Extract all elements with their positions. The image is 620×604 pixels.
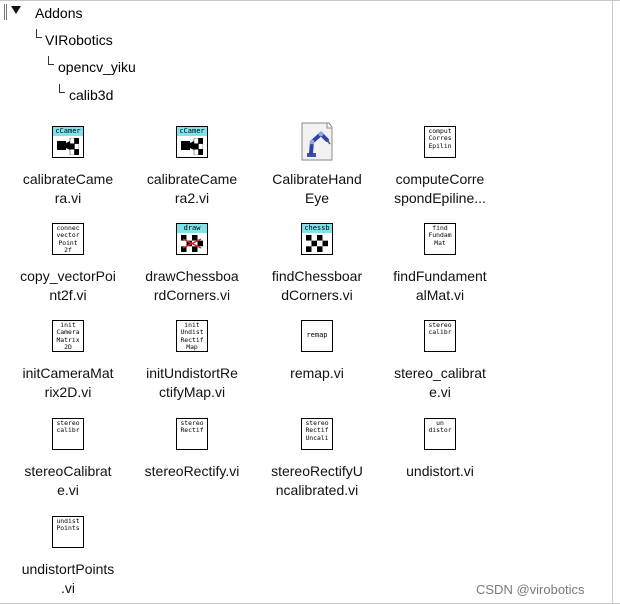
vi-icon: stereo Rectif Uncali — [301, 418, 333, 450]
vi-label-line-1: undistort.vi — [406, 463, 474, 479]
vi-item-label: calibrateCame ra2.vi — [130, 170, 254, 208]
vi-label-line-2: ncalibrated.vi — [275, 482, 359, 498]
vi-label-line-1: findChessboar — [271, 268, 363, 284]
collapse-arrow-icon[interactable] — [11, 6, 21, 14]
vi-icon-banner: cCamer — [177, 127, 207, 136]
frame-top-border — [0, 0, 620, 1]
vi-label-line-1: calibrateCame — [22, 171, 114, 187]
vi-icon-banner: cCamer — [53, 127, 83, 136]
vi-item-label: initCameraMat rix2D.vi — [6, 364, 130, 402]
vi-label-line-1: stereoRectify.vi — [144, 463, 240, 479]
vi-icon: un distor — [424, 418, 456, 450]
vi-icon: init Camera Matrix 2D — [52, 320, 84, 352]
vi-item-label: findChessboar dCorners.vi — [255, 267, 379, 305]
vi-label-line-2: alMat.vi — [415, 287, 465, 303]
tree-item-virobotics[interactable]: VIRobotics — [45, 32, 113, 48]
chessboard-icon — [306, 235, 328, 252]
vi-icon: cCamer — [176, 126, 208, 158]
vi-item-label: undistort.vi — [378, 462, 502, 481]
vi-icon: undist Points — [52, 516, 84, 548]
vi-icon: connec vector Point 2f — [52, 223, 84, 255]
vi-icon-text: undist Points — [56, 517, 80, 533]
vi-label-line-2: nt2f.vi — [49, 287, 87, 303]
vi-icon: chessb — [301, 223, 333, 255]
palette-grip-handle[interactable] — [4, 4, 7, 20]
vi-label-line-2: Eye — [304, 190, 330, 206]
vi-icon: find Fundam Mat — [424, 223, 456, 255]
vi-icon-text: connec vector Point 2f — [56, 224, 80, 255]
vi-label-line-2: ctifyMap.vi — [158, 384, 226, 400]
vi-icon: stereo calibr — [424, 320, 456, 352]
vi-icon: cCamer — [52, 126, 84, 158]
vi-icon: stereo Rectif — [176, 418, 208, 450]
vi-item-label: copy_vectorPoi nt2f.vi — [6, 267, 130, 305]
vi-label-line-2: .vi — [61, 580, 75, 596]
vi-label-line-2: ra2.vi — [174, 190, 210, 206]
vi-icon-banner: draw — [177, 224, 207, 233]
vi-label-line-1: initUndistortRe — [146, 365, 238, 381]
vi-icon: draw — [176, 223, 208, 255]
vi-label-line-1: copy_vectorPoi — [20, 268, 116, 284]
vi-label-line-1: initCameraMat — [22, 365, 114, 381]
vi-icon: stereo calibr — [52, 418, 84, 450]
vi-item-label: stereoRectifyU ncalibrated.vi — [255, 462, 379, 500]
camera-calibration-icon — [57, 138, 79, 155]
vi-icon-text: stereo calibr — [56, 419, 80, 435]
vi-icon-text: stereo Rectif Uncali — [305, 419, 329, 442]
vi-label-line-1: findFundament — [393, 268, 487, 284]
vi-item-label: findFundament alMat.vi — [378, 267, 502, 305]
vi-label-line-2: e.vi — [429, 384, 451, 400]
vi-icon-banner: chessb — [302, 224, 332, 233]
vi-label-line-2: dCorners.vi — [281, 287, 353, 303]
camera-calibration-icon — [181, 138, 203, 155]
vi-icon-text: un distor — [428, 419, 452, 435]
vi-label-line-2: spondEpiline... — [394, 190, 486, 206]
vi-item-label: remap.vi — [255, 364, 379, 383]
tree-elbow-icon — [59, 84, 65, 93]
vi-label-line-1: remap.vi — [290, 365, 344, 381]
vi-label-line-1: stereoCalibrat — [24, 463, 112, 479]
vi-label-line-2: e.vi — [57, 482, 79, 498]
vi-label-line-1: stereoRectifyU — [271, 463, 363, 479]
vi-icon: comput Corres Epilin — [424, 126, 456, 158]
vi-label-line-1: CalibrateHand — [272, 171, 362, 187]
vi-icon-text: init Undist Rectif Map — [180, 321, 204, 352]
frame-right-border — [612, 0, 613, 604]
vi-icon: init Undist Rectif Map — [176, 320, 208, 352]
vi-label-line-2: ra.vi — [54, 190, 82, 206]
vi-item-label: calibrateCame ra.vi — [6, 170, 130, 208]
vi-item-label: initUndistortRe ctifyMap.vi — [130, 364, 254, 402]
chessboard-icon — [181, 235, 203, 252]
vi-label-line-1: stereo_calibrat — [394, 365, 486, 381]
vi-label-line-2: rdCorners.vi — [153, 287, 231, 303]
vi-icon: remap — [301, 320, 333, 352]
vi-item-label: stereo_calibrat e.vi — [378, 364, 502, 402]
vi-label-line-1: undistortPoints — [21, 561, 115, 577]
vi-label-line-1: drawChessboa — [145, 268, 239, 284]
tree-item-addons[interactable]: Addons — [35, 5, 83, 21]
tree-elbow-icon — [36, 29, 42, 38]
tree-item-opencv-yiku[interactable]: opencv_yiku — [58, 59, 136, 75]
watermark-text: CSDN @virobotics — [476, 582, 585, 597]
vi-item-label: drawChessboa rdCorners.vi — [130, 267, 254, 305]
vi-icon-text: stereo Rectif — [180, 419, 204, 435]
tree-item-calib3d[interactable]: calib3d — [69, 87, 114, 103]
vi-icon-text: find Fundam Mat — [428, 224, 452, 247]
vi-label-line-2: rix2D.vi — [44, 384, 92, 400]
vi-item-label: computeCorre spondEpiline... — [378, 170, 502, 208]
vi-label-line-1: computeCorre — [395, 171, 485, 187]
vi-item-label: stereoRectify.vi — [130, 462, 254, 481]
vi-item-label: stereoCalibrat e.vi — [6, 462, 130, 500]
robot-arm-icon — [301, 122, 333, 161]
tree-elbow-icon — [48, 56, 54, 65]
vi-icon-text: stereo calibr — [428, 321, 452, 337]
vi-label-line-1: calibrateCame — [146, 171, 238, 187]
vi-icon-text: remap — [306, 331, 328, 339]
vi-item-label: undistortPoints .vi — [6, 560, 130, 598]
vi-icon-text: comput Corres Epilin — [428, 127, 452, 150]
vi-icon-text: init Camera Matrix 2D — [56, 321, 80, 352]
